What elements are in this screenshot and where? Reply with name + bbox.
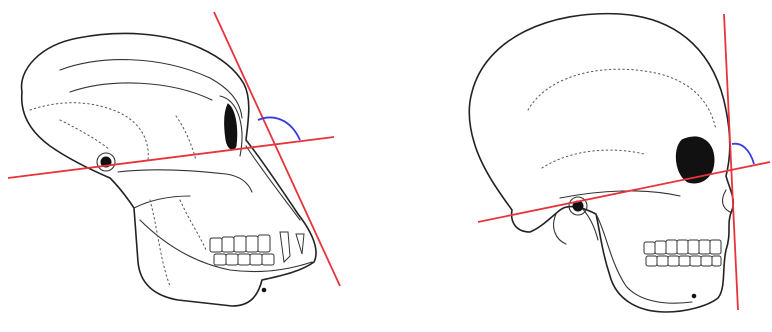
- human-skull-panel: [430, 0, 772, 332]
- human-mental-dot: [692, 294, 696, 298]
- human-teeth: [644, 240, 721, 266]
- ape-skull-drawing: [0, 0, 390, 332]
- ape-skull-panel: [0, 0, 390, 332]
- human-mastoid: [554, 214, 566, 244]
- ape-mental-dot: [262, 288, 266, 292]
- human-skull-drawing: [430, 0, 772, 332]
- human-facial-angle-arc: [732, 144, 754, 164]
- human-orbit: [676, 137, 714, 183]
